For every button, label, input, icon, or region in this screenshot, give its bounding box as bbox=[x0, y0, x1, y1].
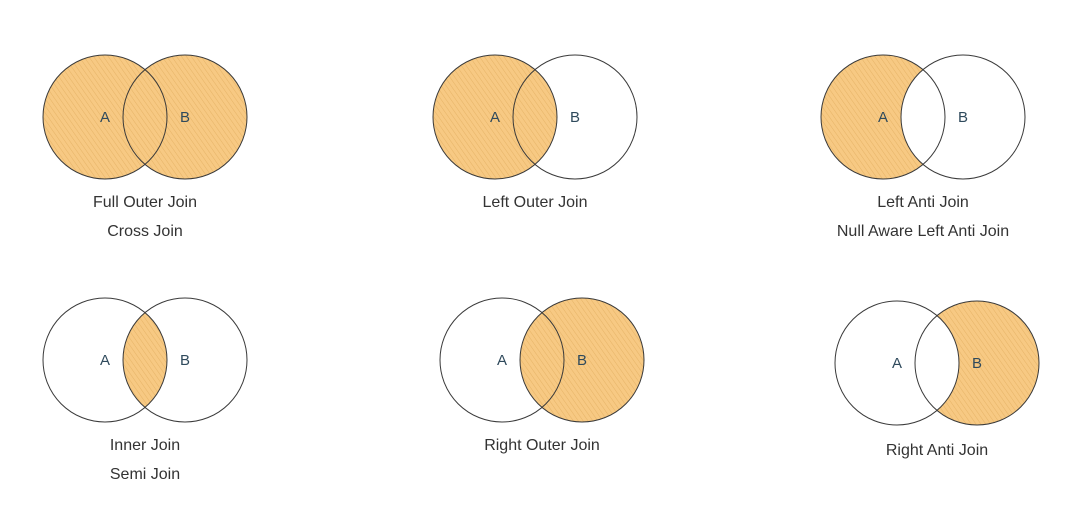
set-label-a: A bbox=[497, 352, 507, 369]
join-caption: Full Outer Join bbox=[93, 194, 197, 211]
circle-a-outline bbox=[42, 297, 168, 423]
set-label-a: A bbox=[490, 109, 500, 126]
circle-a-outline bbox=[432, 54, 558, 180]
join-caption: Left Anti Join bbox=[877, 194, 969, 211]
join-caption: Semi Join bbox=[110, 466, 180, 483]
set-label-b: B bbox=[958, 109, 968, 126]
circle-a-outline bbox=[439, 297, 565, 423]
set-label-b: B bbox=[180, 109, 190, 126]
shaded-region-b bbox=[123, 55, 247, 179]
join-caption: Right Anti Join bbox=[886, 442, 988, 459]
set-label-a: A bbox=[100, 352, 110, 369]
join-caption: Right Outer Join bbox=[484, 437, 600, 454]
shaded-region-a bbox=[433, 55, 557, 179]
venn-left-outer: A B Left Outer Join bbox=[432, 54, 638, 211]
shaded-region-b bbox=[520, 298, 644, 422]
join-caption: Left Outer Join bbox=[483, 194, 588, 211]
set-label-a: A bbox=[100, 109, 110, 126]
venn-right-anti: A B Right Anti Join bbox=[834, 300, 1040, 459]
circle-b-outline bbox=[519, 297, 645, 423]
venn-right-outer: A B Right Outer Join bbox=[439, 297, 645, 454]
circle-b-outline bbox=[914, 300, 1040, 426]
circle-b-outline bbox=[512, 54, 638, 180]
circle-a-outline bbox=[42, 54, 168, 180]
set-label-a: A bbox=[878, 109, 888, 126]
circle-b-outline bbox=[122, 297, 248, 423]
circle-a-outline bbox=[820, 54, 946, 180]
shaded-region-intersection bbox=[123, 298, 167, 422]
circle-b-outline bbox=[900, 54, 1026, 180]
set-label-b: B bbox=[577, 352, 587, 369]
join-caption: Cross Join bbox=[107, 223, 183, 240]
circle-a-outline bbox=[834, 300, 960, 426]
set-label-b: B bbox=[972, 355, 982, 372]
set-label-b: B bbox=[570, 109, 580, 126]
shaded-region-a-only bbox=[821, 55, 945, 179]
set-label-b: B bbox=[180, 352, 190, 369]
circle-b-outline bbox=[122, 54, 248, 180]
join-caption: Inner Join bbox=[110, 437, 180, 454]
set-label-a: A bbox=[892, 355, 902, 372]
join-caption: Null Aware Left Anti Join bbox=[837, 223, 1009, 240]
shaded-region-b-only bbox=[915, 301, 1039, 425]
